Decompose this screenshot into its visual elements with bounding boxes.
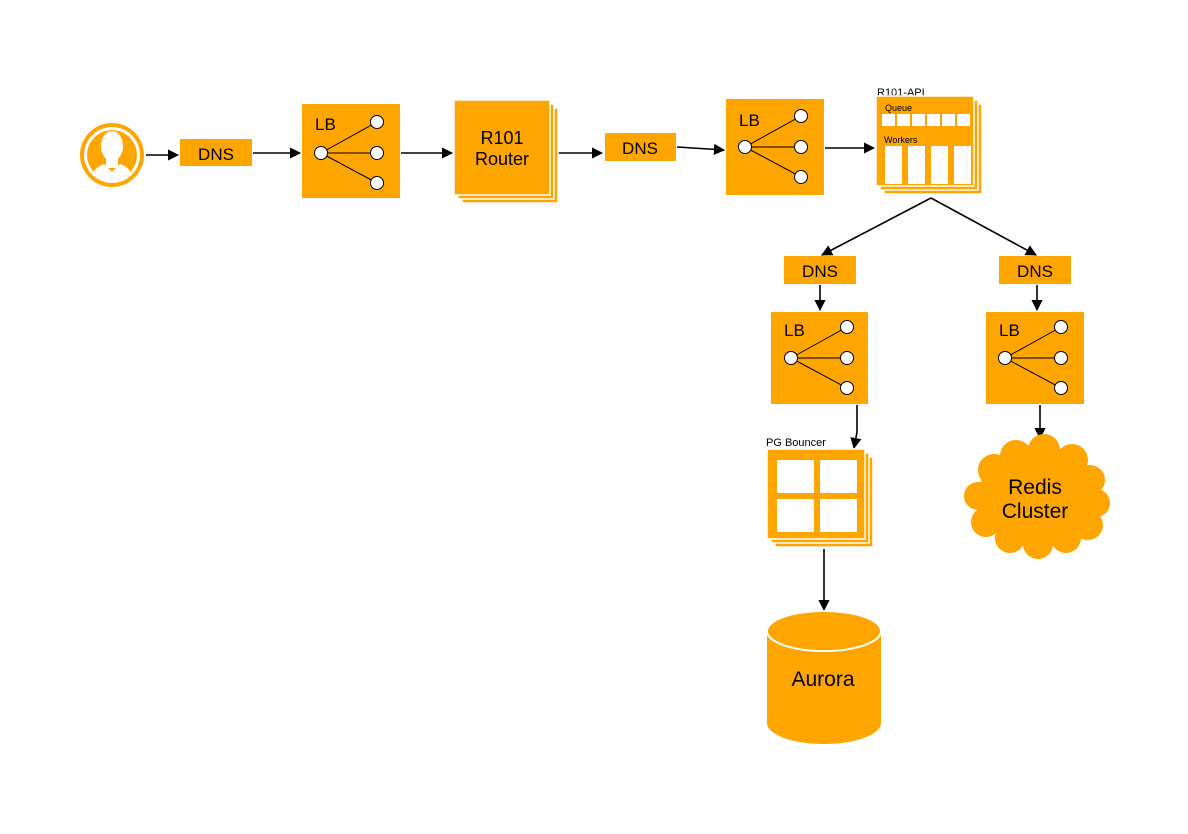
dns-label-4: DNS [1017,262,1053,281]
aurora-label: Aurora [791,668,854,691]
lb-label-4: LB [999,321,1020,340]
redis-label-line1: Redis [1008,476,1062,499]
dns-label-3: DNS [802,262,838,281]
dns-box-2: DNS [605,133,676,161]
edge-api-dns3 [821,197,932,256]
dns-box-4: DNS [999,256,1071,284]
api-service: R101-API Queue Workers [875,87,983,195]
worker-slots [885,146,971,184]
user-avatar-icon [80,123,144,187]
router-stack: R101 Router [453,99,559,204]
load-balancer-4: LB [986,312,1084,404]
router-label-line1: R101 [480,128,523,148]
pool-grid [777,460,857,532]
api-queue-label: Queue [885,103,912,113]
dns-label-1: DNS [198,145,234,164]
database-cylinder-icon: Aurora [766,610,882,744]
lb-label-2: LB [739,111,760,130]
dns-box-3: DNS [784,256,856,284]
dns-box-1: DNS [180,139,252,166]
load-balancer-1: LB [302,104,400,198]
redis-label-line2: Cluster [1002,500,1069,523]
queue-slots [882,114,970,126]
lb-label-1: LB [315,115,336,134]
edges [146,142,1046,612]
edge-lb3-pgbouncer [850,405,862,450]
api-workers-label: Workers [884,135,918,145]
lb-label-3: LB [784,321,805,340]
load-balancer-2: LB [726,99,824,195]
dns-label-2: DNS [622,139,658,158]
pg-bouncer-label: PG Bouncer [766,437,826,449]
load-balancer-3: LB [771,312,868,404]
router-label-line2: Router [475,149,529,169]
cloud-icon: Redis Cluster [964,434,1110,559]
edge-dns2-lb2 [676,143,726,155]
edge-api-dns4 [930,197,1037,256]
pg-bouncer: PG Bouncer [766,437,874,548]
